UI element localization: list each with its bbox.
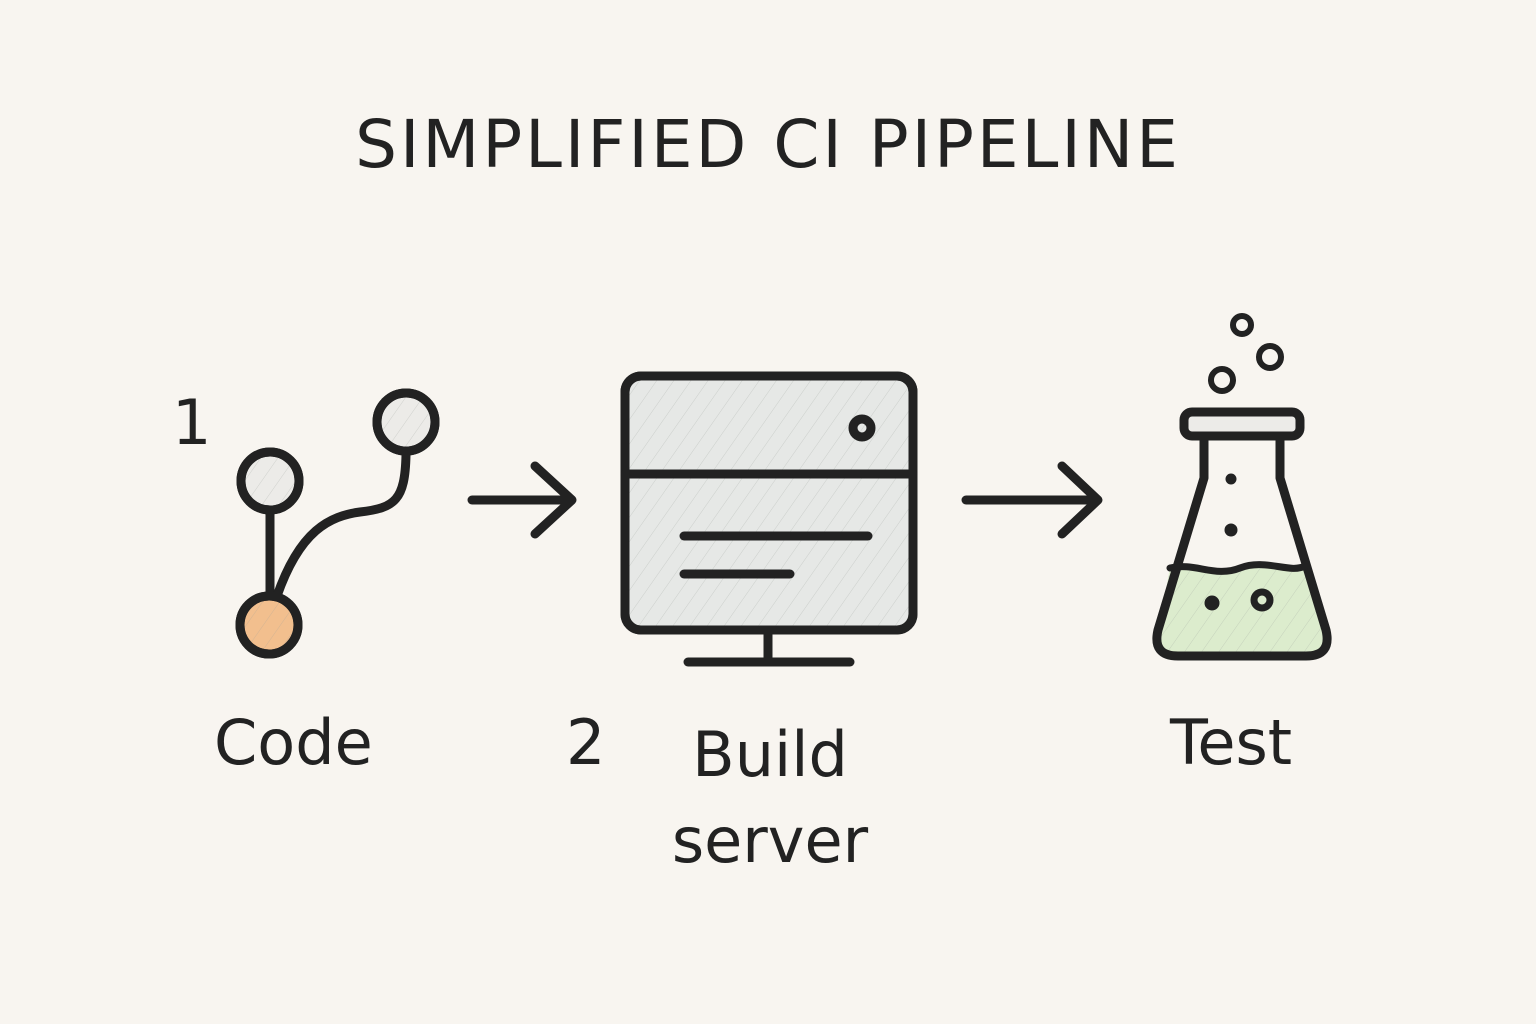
flask-icon bbox=[1152, 313, 1332, 661]
arrow-build-to-test bbox=[961, 461, 1103, 539]
step-number-1: 1 bbox=[172, 386, 212, 459]
stage-label-test: Test bbox=[1170, 706, 1293, 779]
monitor-icon bbox=[620, 371, 918, 667]
stage-label-code: Code bbox=[214, 706, 373, 779]
step-number-2: 2 bbox=[566, 706, 606, 779]
page-title: SIMPLIFIED CI PIPELINE bbox=[355, 106, 1181, 183]
stage-label-build-server: Build server bbox=[671, 718, 869, 877]
git-branch-icon bbox=[235, 388, 440, 659]
arrow-code-to-build bbox=[467, 461, 577, 539]
